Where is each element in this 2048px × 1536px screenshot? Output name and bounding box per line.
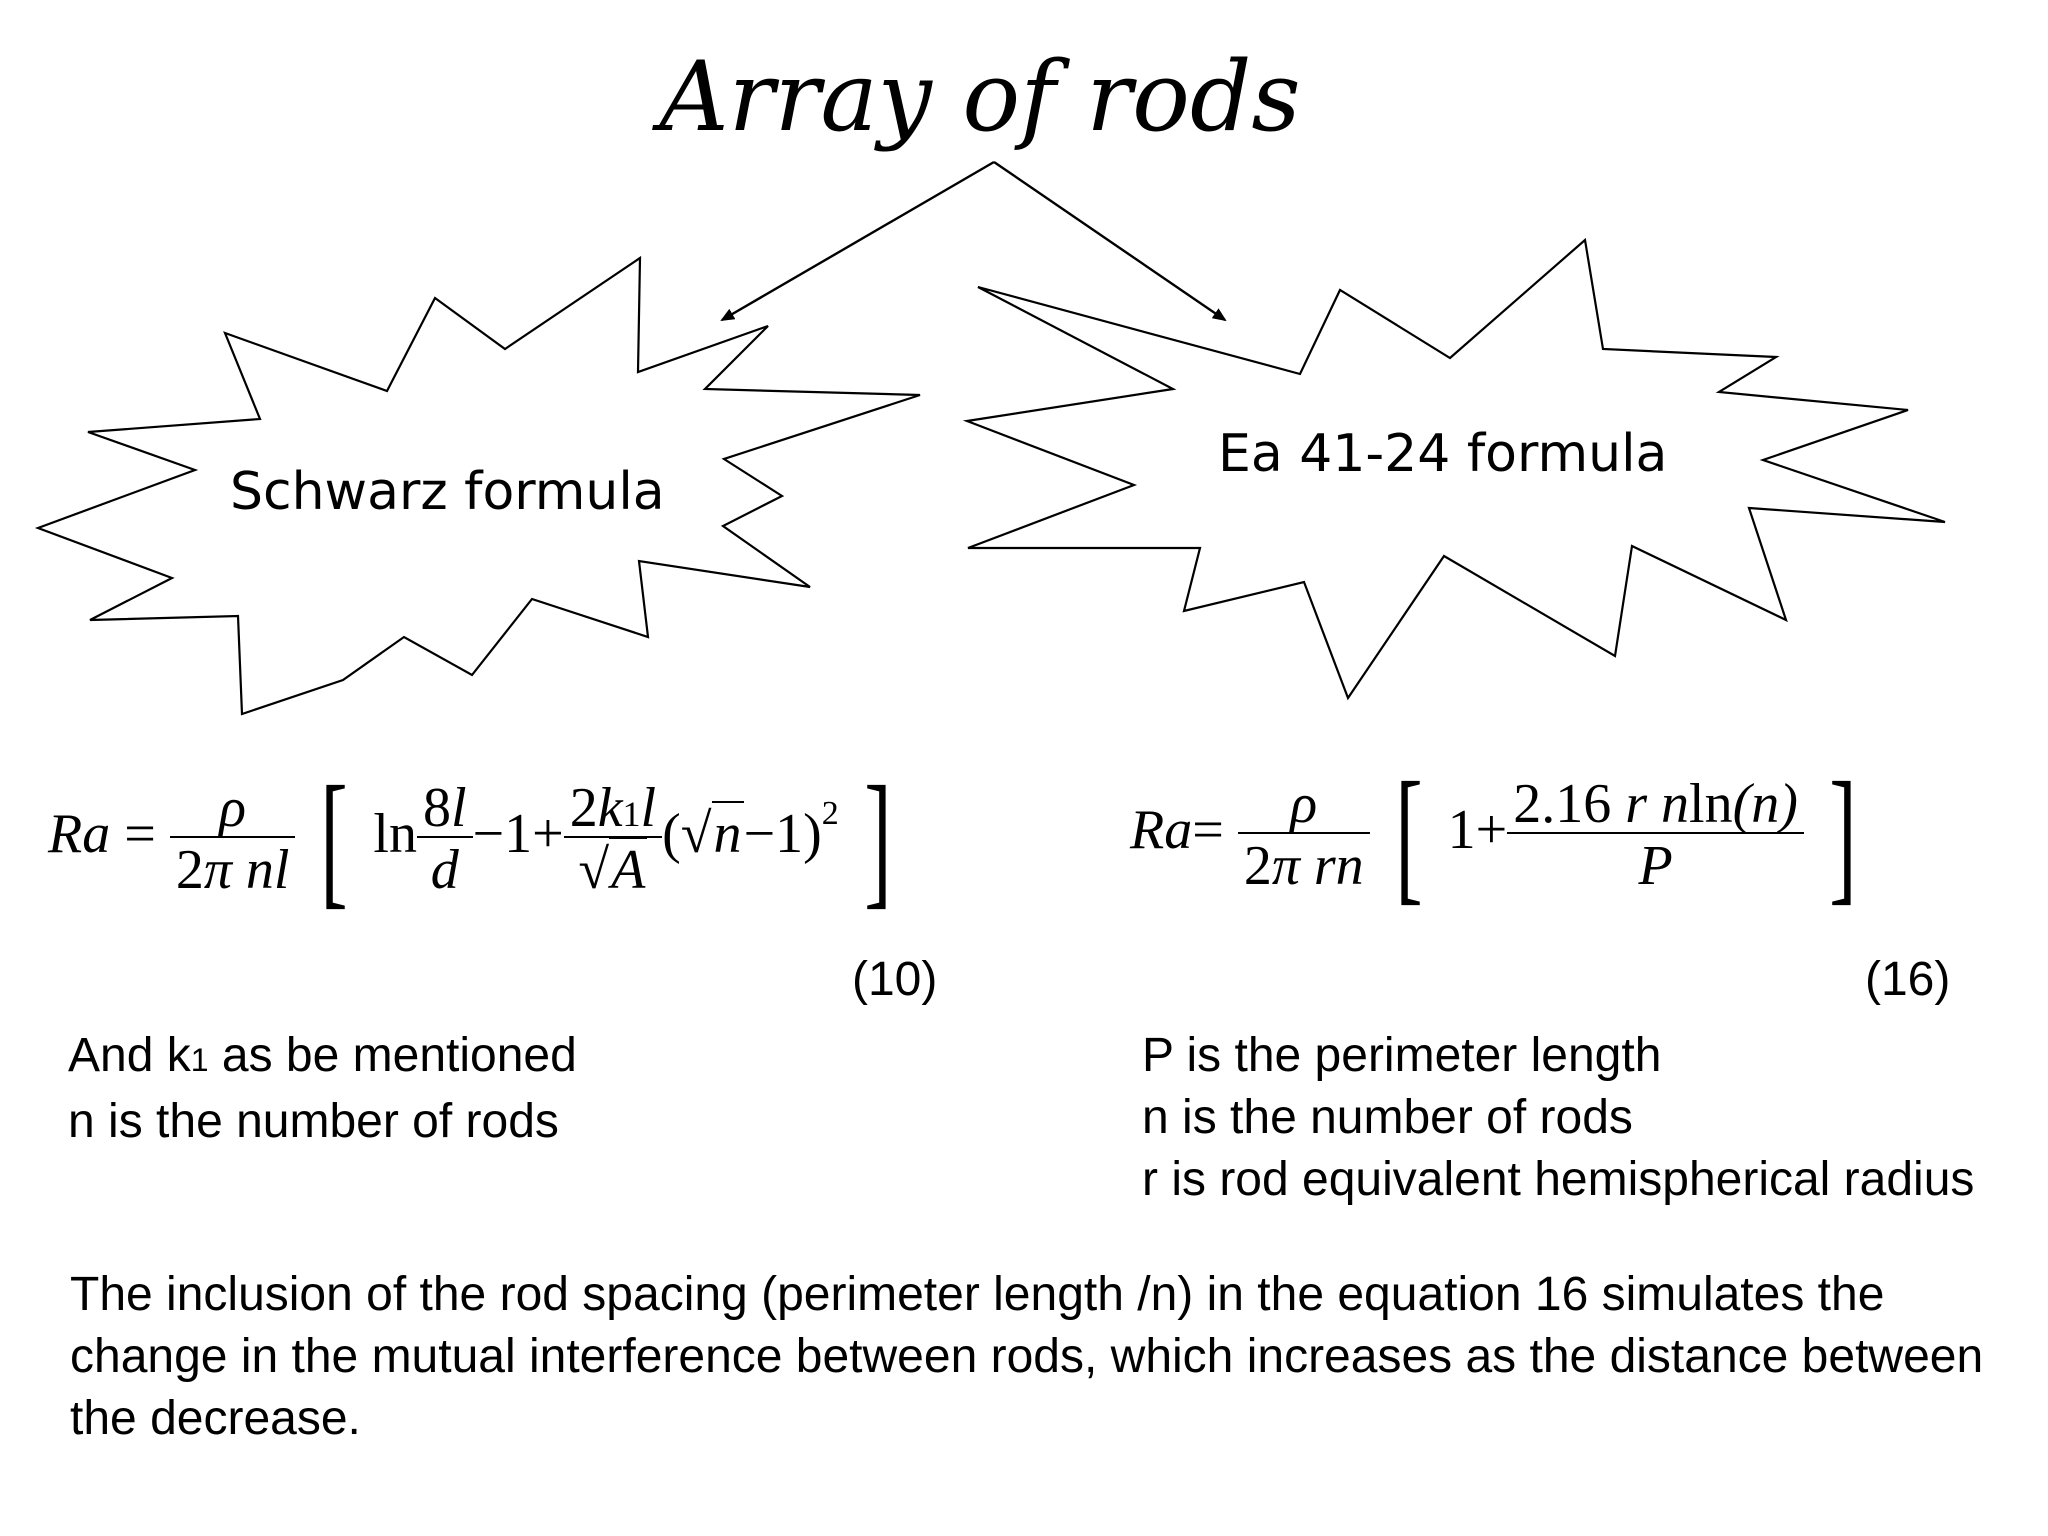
- sqrt-n: n: [711, 800, 744, 865]
- left-burst-shape: [34, 255, 921, 716]
- right-notes: P is the perimeter length n is the numbe…: [1142, 1025, 1974, 1211]
- paren-minus-one: −1: [743, 802, 804, 865]
- ln-operator: ln: [373, 802, 417, 865]
- squared-exponent: 2: [821, 794, 839, 832]
- left-bracket: [: [320, 756, 349, 922]
- left-notes: And k1 as be mentioned n is the number o…: [68, 1025, 577, 1153]
- paren-close: ): [803, 802, 822, 865]
- note-perimeter: P is the perimeter length: [1142, 1029, 1662, 1082]
- arrow-to-right-formula: [993, 161, 1227, 322]
- rho-denominator: 2π nl: [169, 836, 296, 898]
- rho-fraction: ρ 2π nl: [169, 777, 296, 898]
- note-k1: And k1 as be mentioned: [68, 1029, 577, 1082]
- one-plus: 1+: [1447, 798, 1508, 861]
- ea-formula-label: Ea 41-24 formula: [1218, 424, 1668, 484]
- k1-fraction: 2k1l √A: [563, 777, 663, 901]
- right-burst-shape: [962, 237, 1946, 701]
- lhs-symbol: Ra: [1130, 798, 1193, 861]
- sqrt-sign: √: [680, 802, 712, 865]
- rho-fraction: ρ 2π rn: [1237, 773, 1370, 894]
- schwarz-formula-label: Schwarz formula: [230, 462, 665, 522]
- lhs-symbol: Ra: [48, 802, 111, 865]
- arrow-to-left-formula: [720, 160, 995, 322]
- schwarz-equation: Ra = ρ 2π nl [ ln 8l d −1+ 2k1l √A (√n−1…: [48, 764, 903, 914]
- k1-numerator: 2k1l: [569, 777, 657, 839]
- right-bracket: ]: [863, 756, 892, 922]
- equals-sign: =: [124, 802, 156, 865]
- length-ratio-fraction: 8l d: [416, 777, 473, 898]
- note-radius: r is rod equivalent hemispherical radius: [1142, 1153, 1975, 1206]
- length-ratio-numerator: 8l: [422, 777, 467, 839]
- equation-number-10: (10): [852, 953, 938, 1006]
- rho-numerator: ρ: [219, 777, 247, 839]
- perimeter-denominator: P: [1507, 832, 1804, 894]
- left-bracket: [: [1394, 752, 1423, 918]
- paren-open: (: [662, 802, 681, 865]
- perimeter-numerator: 2.16 r nln(n): [1513, 773, 1798, 835]
- equals-sign: =: [1192, 798, 1224, 861]
- note-n-rods: n is the number of rods: [68, 1095, 559, 1148]
- length-ratio-denominator: d: [416, 836, 473, 898]
- k1-denominator: √A: [563, 836, 663, 901]
- equation-number-16: (16): [1865, 953, 1951, 1006]
- ea-equation: Ra= ρ 2π rn [ 1+ 2.16 r nln(n) P ]: [1130, 760, 1868, 910]
- minus-one-plus: −1+: [472, 802, 564, 865]
- slide-title: Array of rods: [659, 41, 1301, 153]
- rho-numerator: ρ: [1290, 773, 1318, 835]
- right-bracket: ]: [1829, 752, 1857, 918]
- perimeter-fraction: 2.16 r nln(n) P: [1507, 776, 1804, 894]
- explanation-paragraph: The inclusion of the rod spacing (perime…: [70, 1268, 1984, 1445]
- rho-denominator: 2π rn: [1237, 832, 1370, 894]
- note-n-rods: n is the number of rods: [1142, 1091, 1633, 1144]
